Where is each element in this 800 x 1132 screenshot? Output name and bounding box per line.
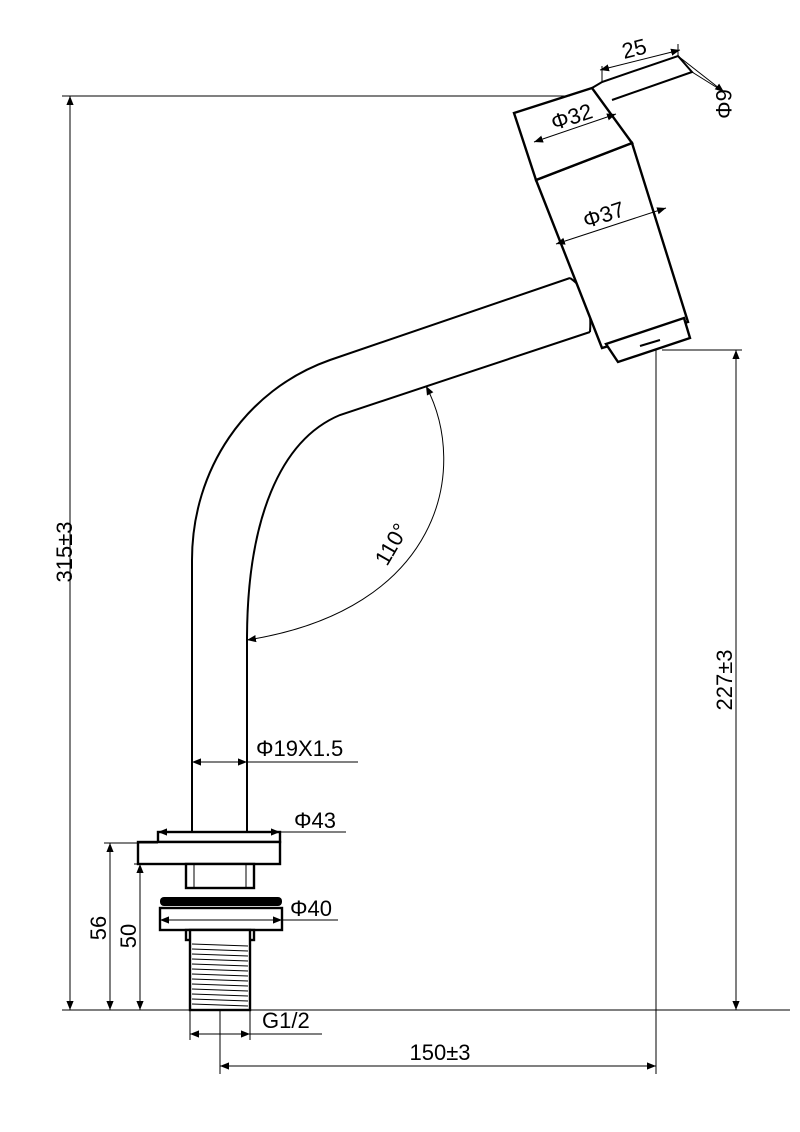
lock-nut: [158, 906, 284, 932]
tube-outer-wall: [191, 277, 571, 832]
dim-washer-diameter: Φ40: [290, 896, 332, 921]
thread-lines: [191, 943, 249, 1007]
thread-line: [191, 983, 249, 987]
thread-line: [191, 968, 249, 972]
thread-line: [191, 993, 249, 997]
thread-line: [191, 998, 249, 1002]
thread-line: [191, 1003, 249, 1007]
thread-line: [191, 973, 249, 977]
thread-line: [191, 963, 249, 967]
dim-base-diameter: Φ43: [294, 808, 336, 833]
base-plate: [136, 840, 282, 866]
dim-tube-diameter: Φ19X1.5: [256, 736, 343, 761]
base-flange: [156, 830, 282, 844]
dim-handle-diameter: 6Φ: [711, 89, 736, 119]
dim-thread: G1/2: [262, 1008, 310, 1033]
thread-line: [191, 943, 249, 947]
dim-base-height-inner: 50: [116, 924, 141, 948]
hex-nut: [184, 862, 256, 890]
dim-handle-length: 25: [619, 34, 649, 64]
thread-line: [191, 948, 249, 952]
dim-base-height-outer: 56: [86, 916, 111, 940]
dim-spout-angle: 110°: [370, 519, 414, 569]
dim-total-height: 315±3: [52, 521, 77, 582]
thread-line: [191, 958, 249, 962]
thread-line: [191, 953, 249, 957]
outlet-ring: [604, 316, 692, 364]
thread-line: [191, 978, 249, 982]
thread-line: [191, 988, 249, 992]
dim-spout-reach: 150±3: [409, 1040, 470, 1065]
rubber-washer: [160, 897, 282, 906]
dimensions: 315±3 56 50 227±3 150±3 G1/2 Φ40 Φ43: [52, 34, 790, 1074]
dim-spout-height: 227±3: [712, 649, 737, 710]
